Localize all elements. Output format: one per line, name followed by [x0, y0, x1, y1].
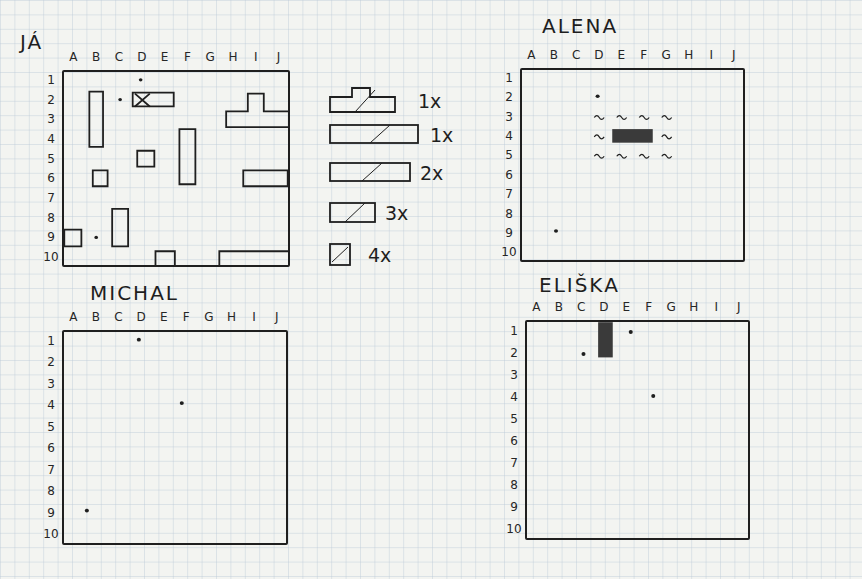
column-letter: D — [594, 48, 603, 62]
row-number: 3 — [505, 110, 513, 124]
column-letter: J — [737, 300, 741, 314]
row-number: 3 — [47, 112, 55, 126]
ship-count: 3x — [385, 202, 408, 224]
row-number: 3 — [510, 368, 518, 382]
row-number: 4 — [47, 132, 55, 146]
column-letter: B — [92, 50, 100, 64]
column-letter: H — [227, 310, 236, 324]
column-letter: J — [275, 310, 279, 324]
row-number: 3 — [47, 377, 55, 391]
row-number: 4 — [505, 129, 513, 143]
row-number: 5 — [47, 420, 55, 434]
row-number: 8 — [47, 211, 55, 225]
row-number: 6 — [47, 171, 55, 185]
row-number: 8 — [47, 484, 55, 498]
shots-michal — [85, 338, 184, 513]
row-number: 7 — [47, 463, 55, 477]
player-name: MICHAL — [90, 281, 179, 305]
row-number: 4 — [47, 398, 55, 412]
column-letter: I — [254, 50, 258, 64]
row-number: 10 — [43, 527, 58, 541]
column-letter: I — [252, 310, 256, 324]
column-letter: H — [684, 48, 693, 62]
row-number: 9 — [505, 226, 513, 240]
column-letter: G — [662, 48, 671, 62]
column-letter: C — [577, 300, 585, 314]
column-letter: F — [183, 310, 190, 324]
own-fleet — [64, 78, 289, 267]
column-letter: C — [572, 48, 580, 62]
player-name: JÁ — [20, 30, 43, 54]
ship-count: 1x — [430, 124, 453, 146]
row-number: 2 — [510, 346, 518, 360]
row-number: 9 — [510, 500, 518, 514]
ship-count: 1x — [418, 90, 441, 112]
row-number: 1 — [47, 334, 55, 348]
game-grid: ELIŠKA — [525, 320, 750, 540]
column-letter: J — [732, 48, 736, 62]
row-number: 4 — [510, 390, 518, 404]
column-letter: D — [599, 300, 608, 314]
row-number: 1 — [505, 71, 513, 85]
player-name: ELIŠKA — [539, 273, 620, 297]
row-number: 1 — [47, 73, 55, 87]
row-number: 6 — [47, 441, 55, 455]
column-letter: I — [714, 300, 718, 314]
column-letter: A — [532, 300, 540, 314]
player-name: ALENA — [542, 14, 618, 38]
column-letter: A — [69, 310, 77, 324]
column-letter: E — [160, 310, 168, 324]
row-number: 8 — [510, 478, 518, 492]
row-number: 7 — [505, 187, 513, 201]
row-number: 9 — [47, 506, 55, 520]
row-number: 1 — [510, 324, 518, 338]
column-letter: D — [136, 310, 145, 324]
column-letter: B — [555, 300, 563, 314]
column-letter: G — [204, 310, 213, 324]
row-number: 5 — [47, 152, 55, 166]
row-number: 5 — [505, 148, 513, 162]
column-letter: A — [69, 50, 77, 64]
column-letter: E — [622, 300, 630, 314]
column-letter: D — [137, 50, 146, 64]
column-letter: C — [114, 310, 122, 324]
row-number: 2 — [505, 90, 513, 104]
ship-count: 4x — [368, 244, 391, 266]
column-letter: G — [667, 300, 676, 314]
column-letter: G — [206, 50, 215, 64]
row-number: 8 — [505, 207, 513, 221]
shots-alena — [554, 94, 672, 232]
row-number: 10 — [501, 245, 516, 259]
column-letter: H — [228, 50, 237, 64]
ship-legend-shapes — [330, 88, 418, 265]
row-number: 6 — [510, 434, 518, 448]
column-letter: E — [617, 48, 625, 62]
row-number: 5 — [510, 412, 518, 426]
column-letter: H — [689, 300, 698, 314]
column-letter: E — [161, 50, 169, 64]
shots-eliska — [581, 322, 655, 398]
column-letter: B — [92, 310, 100, 324]
row-number: 9 — [47, 230, 55, 244]
row-number: 10 — [506, 522, 521, 536]
game-grid: ALENA — [520, 68, 745, 262]
row-number: 10 — [43, 250, 58, 264]
row-number: 2 — [47, 93, 55, 107]
column-letter: A — [527, 48, 535, 62]
row-number: 2 — [47, 355, 55, 369]
game-grid: MICHAL — [62, 330, 288, 545]
column-letter: F — [645, 300, 652, 314]
column-letter: J — [277, 50, 281, 64]
row-number: 6 — [505, 168, 513, 182]
row-number: 7 — [510, 456, 518, 470]
column-letter: C — [115, 50, 123, 64]
column-letter: B — [550, 48, 558, 62]
column-letter: I — [709, 48, 713, 62]
row-number: 7 — [47, 191, 55, 205]
ship-count: 2x — [420, 162, 443, 184]
column-letter: F — [184, 50, 191, 64]
column-letter: F — [640, 48, 647, 62]
game-grid: JÁ — [62, 70, 290, 267]
